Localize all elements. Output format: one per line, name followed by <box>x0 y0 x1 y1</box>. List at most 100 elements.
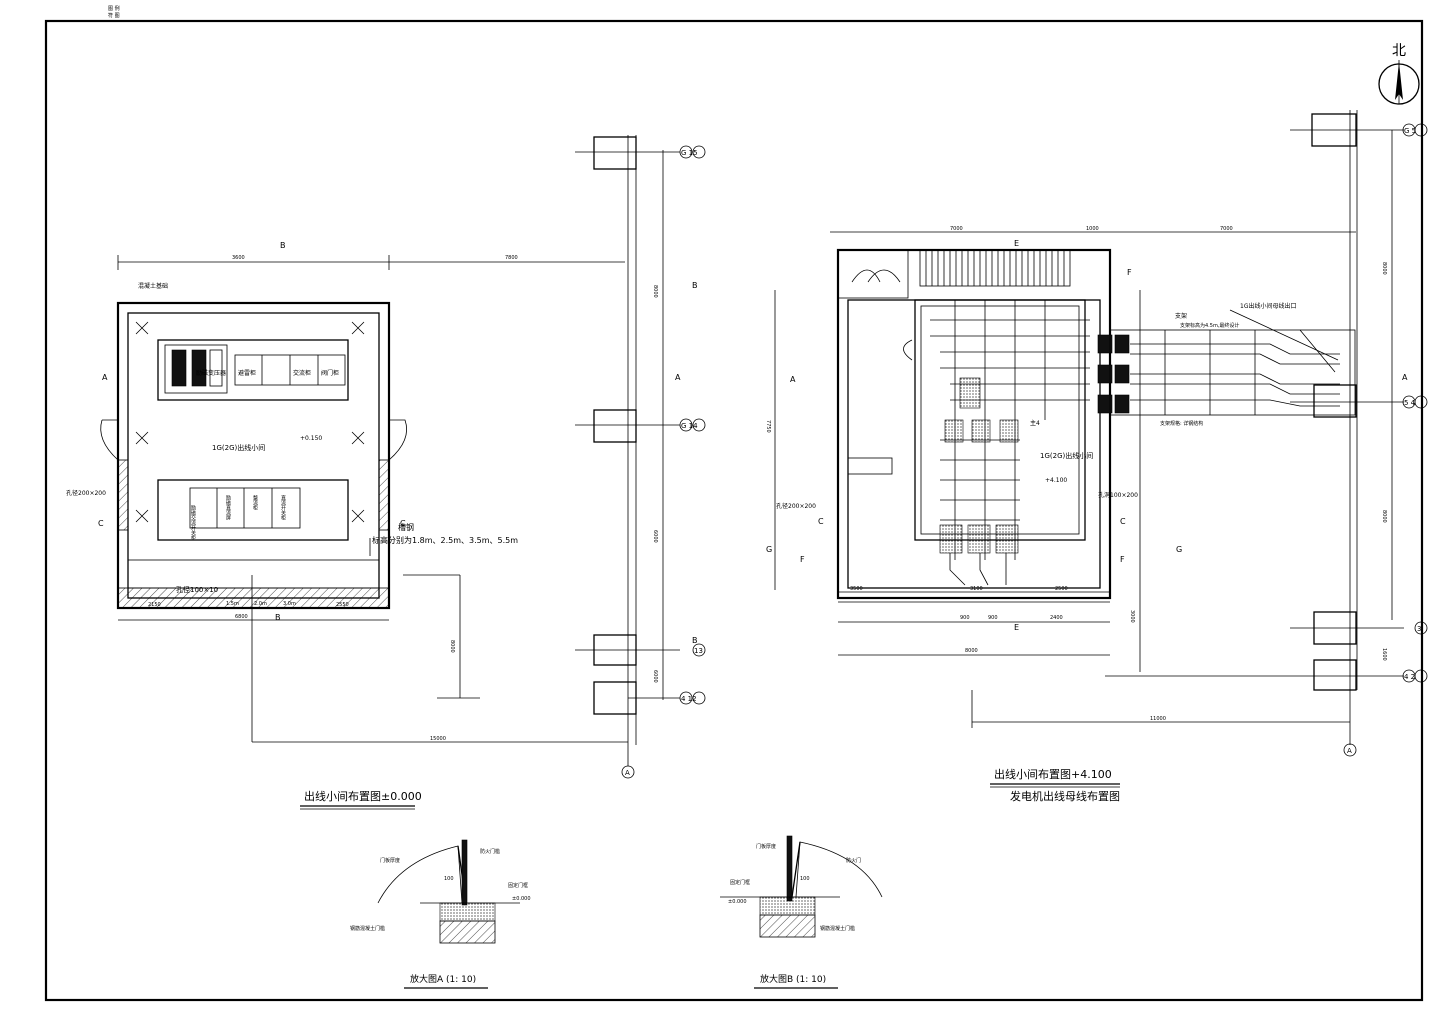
right-sec-3: A <box>790 375 796 384</box>
left-note-2: 孔径200×200 <box>66 489 106 497</box>
column-marks <box>135 321 365 523</box>
panel-row-bottom <box>189 487 301 529</box>
equip-label-4: 阀门柜 <box>321 369 339 377</box>
right-dim-top-3: 7000 <box>1220 226 1233 232</box>
detail-a-label-1: 门板厚度 <box>380 857 400 864</box>
detail-a-label-4: 钢筋混凝土门槛 <box>350 925 385 932</box>
equip-label-2: 避雷柜 <box>238 369 256 377</box>
detail-a-label-2: 防火门槛 <box>480 848 500 855</box>
left-axis-3: 13 <box>694 647 703 655</box>
equip-label-3: 交流柜 <box>293 369 311 377</box>
left-dim-long-1: 15000 <box>430 736 446 742</box>
detail-b-label-2: 防火门 <box>846 857 861 864</box>
right-dim-b-2: 3100 <box>970 586 983 592</box>
column-right-4 <box>1313 384 1357 418</box>
left-sec-4: C <box>400 519 406 528</box>
left-dim-long-3: 8000 <box>652 285 658 298</box>
right-dim-s-4: 3000 <box>1129 610 1135 623</box>
right-axis-4: 4 2 <box>1404 673 1415 681</box>
right-dim-top-2: 1000 <box>1086 226 1099 232</box>
stair-block <box>919 249 1071 287</box>
right-axis-5: A <box>1347 747 1352 755</box>
bottom-equip-3: 整流柜 <box>252 494 258 511</box>
left-plan: 励磁变压器 避雷柜 交流柜 阀门柜 1G(2G)出线小间 +0.150 励磁交流… <box>66 135 706 810</box>
right-sec-8: G <box>1176 545 1182 554</box>
left-sec-7: A <box>675 373 681 382</box>
detail-a-label-3: ±0.000 <box>512 896 531 902</box>
bottom-equip-1: 励磁交流开关柜 <box>190 504 196 541</box>
detail-a-label-5: 固定门框 <box>508 882 528 889</box>
north-label: 北 <box>1392 43 1406 59</box>
right-dim-s-5: 1600 <box>1381 648 1387 661</box>
left-sec-1: B <box>280 241 286 250</box>
left-dim-long-2: 8000 <box>449 640 455 653</box>
left-dim-top-1: 3600 <box>232 255 245 261</box>
right-plan: 1G(2G)出线小间 +4.100 1G出线小间母线出口 支架 支架标高为4.5… <box>765 110 1428 803</box>
right-note-7: 主4 <box>1030 419 1040 427</box>
detail-b-label-1: 门板厚度 <box>756 843 776 850</box>
left-dim-b-1: 2150 <box>148 602 161 608</box>
left-dim-b-4: 3.0m <box>283 601 296 607</box>
left-sec-5: B <box>275 613 281 622</box>
right-sec-10: F <box>1120 555 1125 564</box>
right-dim-top-1: 7000 <box>950 226 963 232</box>
column-left-14 <box>593 409 637 443</box>
detail-a-title: 放大图A (1: 10) <box>410 973 476 985</box>
bottom-equip-2: 励磁直流屏 <box>225 494 231 521</box>
north-arrow-icon <box>1378 60 1420 105</box>
right-dim-b-1: 3500 <box>850 586 863 592</box>
right-elevation: +4.100 <box>1045 477 1067 484</box>
column-right-2 <box>1313 659 1357 691</box>
left-note-3: 标高分别为1.8m、2.5m、3.5m、5.5m <box>372 535 518 545</box>
cabinet-1 <box>847 457 893 475</box>
right-note-3: 支架标高为4.5m,最终设计 <box>1180 322 1239 329</box>
detail-a: 门板厚度 防火门槛 ±0.000 钢筋混凝土门槛 固定门框 100 放大图A (… <box>350 839 531 989</box>
detail-b: 门板厚度 防火门 ±0.000 钢筋混凝土门槛 固定门框 100 放大图B (1… <box>720 835 883 989</box>
right-sec-11: A <box>1402 373 1408 382</box>
right-dim-b-3: 2500 <box>1055 586 1068 592</box>
detail-b-label-3: ±0.000 <box>728 899 747 905</box>
left-axis-2: G 14 <box>681 422 698 430</box>
right-dim-b-4: 900 <box>960 615 970 621</box>
right-plan-title: 出线小间布置图+4.100 <box>994 767 1112 781</box>
right-axis-2: 5 4 <box>1404 399 1416 407</box>
left-plan-title: 出线小间布置图±0.000 <box>304 789 422 803</box>
detail-b-label-4: 钢筋混凝土门槛 <box>820 925 855 932</box>
corner-note-1: 图 例 <box>108 5 120 12</box>
corner-note-2: 符 图 <box>108 12 120 19</box>
left-dim-b-2: 1.5m <box>226 601 239 607</box>
left-elevation: +0.150 <box>300 435 322 442</box>
excitation-transformer <box>164 344 228 394</box>
right-note-4: 支架规格: 详钢结构 <box>1160 420 1203 427</box>
left-dim-b-6: 6800 <box>235 614 248 620</box>
left-dim-b-5: 2550 <box>336 602 349 608</box>
left-sec-2: A <box>102 373 108 382</box>
left-dim-top-2: 7800 <box>505 255 518 261</box>
busbar-corridor <box>1109 329 1356 416</box>
left-axis-5: A <box>625 769 630 777</box>
left-room-label: 1G(2G)出线小间 <box>212 443 265 452</box>
right-axis-1: G 5 <box>1404 127 1416 135</box>
left-axis-4: 4 12 <box>681 695 697 703</box>
right-dim-b-8: 11000 <box>1150 716 1166 722</box>
right-note-6: 孔洞100×200 <box>1098 491 1138 499</box>
detail-b-label-5: 固定门框 <box>730 879 750 886</box>
right-dim-b-5: 900 <box>988 615 998 621</box>
right-sec-5: C <box>1120 517 1126 526</box>
right-sec-2: F <box>1127 268 1132 277</box>
right-dim-b-6: 2400 <box>1050 615 1063 621</box>
switchgear-units <box>939 334 1130 554</box>
left-note-1: 混凝土基础 <box>138 282 168 290</box>
left-dim-long-4: 6000 <box>652 530 658 543</box>
right-sec-6: F <box>800 555 805 564</box>
right-note-5: 孔径200×200 <box>776 502 816 510</box>
right-sec-9: E <box>1014 623 1019 632</box>
drawing-border <box>44 19 1424 1002</box>
left-sec-3: C <box>98 519 104 528</box>
right-dim-s-3: 8000 <box>1381 510 1387 523</box>
left-front-chamber <box>127 559 380 589</box>
right-sec-7: G <box>766 545 772 554</box>
detail-b-title: 放大图B (1: 10) <box>760 973 826 985</box>
right-axis-3: 3 <box>1417 625 1421 633</box>
